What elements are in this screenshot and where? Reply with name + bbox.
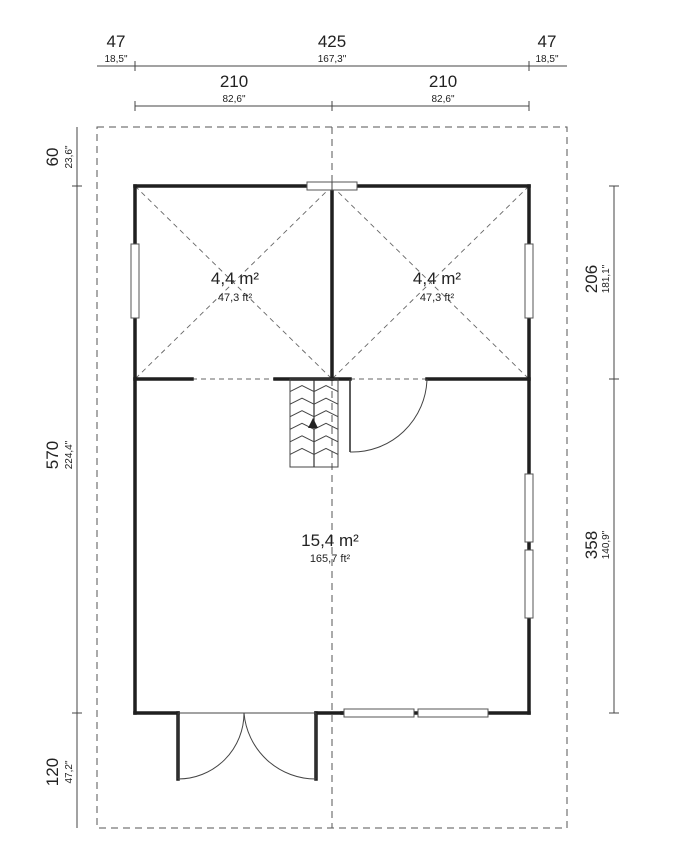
room-area-m2: 15,4 m²: [301, 531, 359, 550]
left-dimension: 60 23,6" 570 224,4" 120 47,2": [43, 127, 82, 828]
entrance-double-door: [177, 712, 317, 780]
interior-door: [349, 378, 428, 453]
stair-tread: [313, 397, 339, 405]
window-right-lower-1: [524, 473, 534, 543]
dim-room-right-in: 82,6": [431, 94, 454, 105]
walls: [133, 184, 531, 781]
right-dimension: 206 181,1" 358 140,9": [582, 185, 619, 714]
dim-right-top-cm: 206: [582, 265, 601, 293]
stair-tread: [313, 385, 339, 393]
stair-tread: [289, 410, 315, 418]
dim-left-middle-cm: 570: [43, 441, 62, 469]
dim-room-right-cm: 210: [429, 72, 457, 91]
room-area-m2: 4,4 m²: [211, 269, 260, 288]
dim-left-top-in: 23,6": [64, 145, 75, 168]
stair-tread: [289, 397, 315, 405]
window-bottom-2: [417, 708, 489, 718]
window-bottom-1: [343, 708, 415, 718]
dim-top-left-in: 18,5": [104, 54, 127, 65]
stair-tread: [289, 447, 315, 455]
room-label-main: 15,4 m² 165,7 ft²: [301, 531, 359, 565]
room-area-ft2: 47,3 ft²: [420, 292, 455, 304]
room-label-loft-left: 4,4 m² 47,3 ft²: [211, 269, 260, 304]
stair-tread: [313, 447, 339, 455]
dim-top-left-cm: 47: [107, 32, 126, 51]
room-label-loft-right: 4,4 m² 47,3 ft²: [413, 269, 462, 304]
dim-room-left-cm: 210: [220, 72, 248, 91]
dim-left-bottom-cm: 120: [43, 758, 62, 786]
windows: [130, 181, 534, 718]
dim-top-middle-in: 167,3": [318, 54, 347, 65]
loft-diagonals: [134, 185, 530, 380]
dim-left-bottom-in: 47,2": [64, 760, 75, 783]
dim-top-right-in: 18,5": [535, 54, 558, 65]
top-dimension-overall: 47 18,5" 425 167,3" 47 18,5": [97, 32, 567, 71]
dim-room-left-in: 82,6": [222, 94, 245, 105]
stair-direction-arrow-icon: [308, 418, 318, 428]
window-right-lower-2: [524, 549, 534, 619]
stair-tread: [313, 435, 339, 443]
dim-left-middle-in: 224,4": [64, 440, 75, 469]
stair-tread: [313, 410, 339, 418]
stair-tread: [289, 385, 315, 393]
stair-tread: [313, 422, 339, 430]
stair-tread: [289, 435, 315, 443]
room-area-m2: 4,4 m²: [413, 269, 462, 288]
dim-right-bottom-in: 140,9": [601, 530, 612, 559]
room-area-ft2: 165,7 ft²: [310, 553, 351, 565]
window-left-upper: [130, 243, 140, 319]
dim-top-right-cm: 47: [538, 32, 557, 51]
top-dimension-rooms: 210 82,6" 210 82,6": [134, 72, 530, 111]
room-area-ft2: 47,3 ft²: [218, 292, 253, 304]
dim-right-bottom-cm: 358: [582, 531, 601, 559]
dim-right-top-in: 181,1": [601, 264, 612, 293]
dim-top-middle-cm: 425: [318, 32, 346, 51]
window-right-upper: [524, 243, 534, 319]
dim-left-top-cm: 60: [43, 148, 62, 167]
